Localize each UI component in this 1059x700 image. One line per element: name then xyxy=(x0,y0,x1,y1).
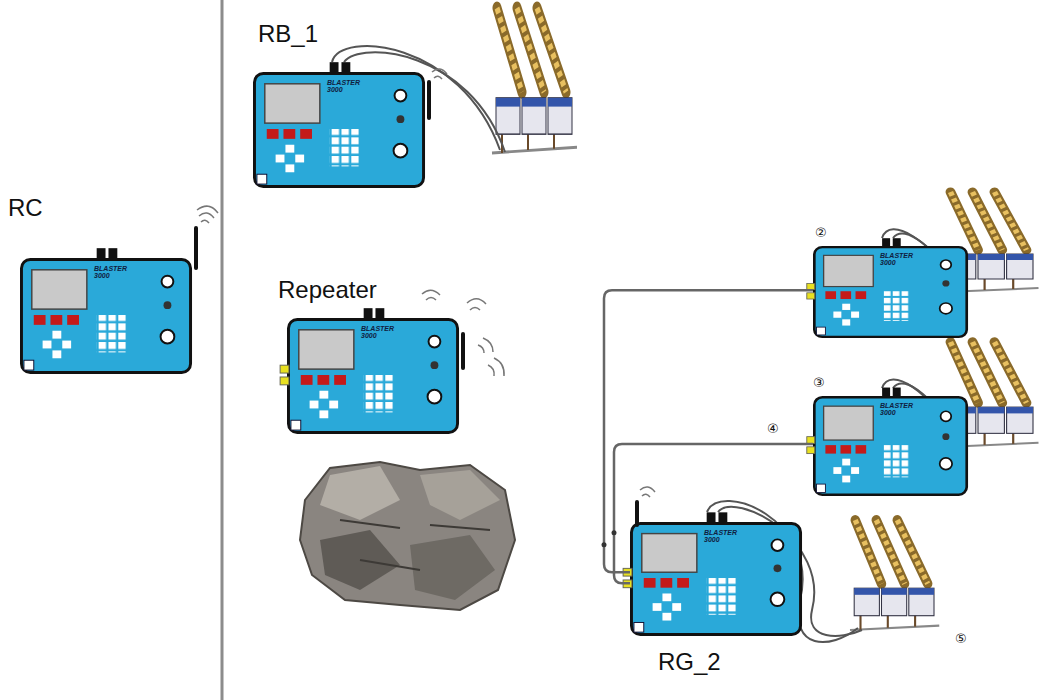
cable-connector xyxy=(604,290,813,572)
callout-number: ③ xyxy=(813,376,825,389)
device-name: RG_2 xyxy=(658,650,721,674)
cable-connector xyxy=(614,444,813,583)
device-model-text: BLASTER 3000 xyxy=(94,265,138,280)
device-model-text: BLASTER 3000 xyxy=(880,402,924,417)
device-model-text: BLASTER 3000 xyxy=(704,529,748,544)
callout-number: ④ xyxy=(766,422,780,436)
device-model-text: BLASTER 3000 xyxy=(327,79,371,94)
blaster-device: RG_2BLASTER 3000 xyxy=(630,522,802,636)
cable-junction xyxy=(602,542,607,547)
blaster-device: RB_1BLASTER 3000 xyxy=(253,72,425,188)
device-model-text: BLASTER 3000 xyxy=(361,325,405,340)
device-name: Repeater xyxy=(278,278,377,302)
blaster-device: ②BLASTER 3000 xyxy=(813,246,968,338)
callout-number: ② xyxy=(815,226,827,239)
device-name: RB_1 xyxy=(258,22,318,46)
blaster-device: ③BLASTER 3000 xyxy=(813,396,968,496)
callout-number: ⑤ xyxy=(954,632,968,646)
cable-junction xyxy=(612,530,617,535)
device-model-text: BLASTER 3000 xyxy=(880,252,924,267)
blaster-device: RepeaterBLASTER 3000 xyxy=(287,318,459,434)
blaster-device: RCBLASTER 3000 xyxy=(20,258,192,374)
device-name: RC xyxy=(8,196,43,220)
